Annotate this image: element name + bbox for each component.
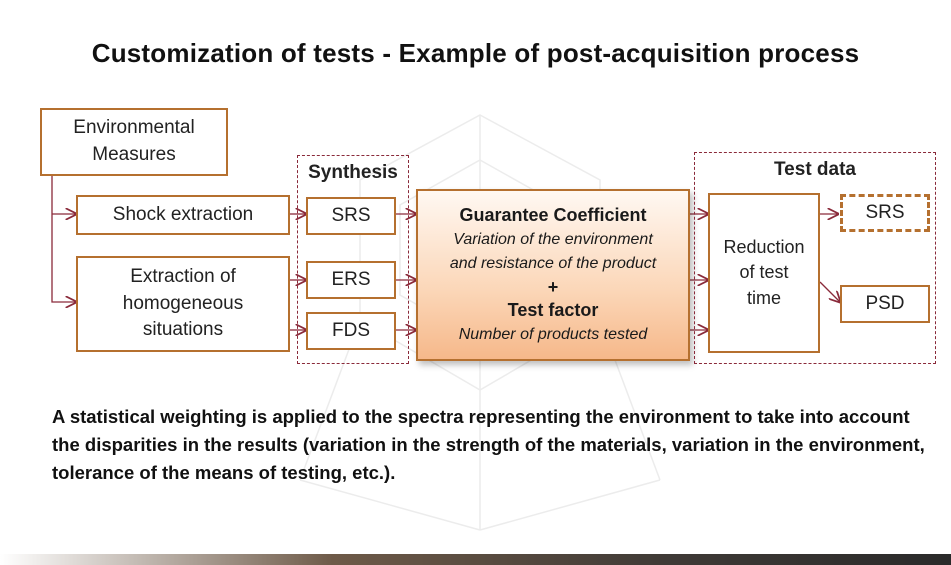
- synthesis-label: Synthesis: [308, 162, 398, 183]
- test-data-group: [694, 152, 936, 364]
- environmental-measures-box: Environmental Measures: [40, 108, 228, 176]
- homogeneous-line-2: homogeneous: [122, 292, 244, 314]
- reduction-box: Reduction of test time: [708, 193, 820, 353]
- reduction-line-2: of test: [739, 262, 789, 283]
- homogeneous-extraction-box: Extraction of homogeneous situations: [76, 256, 290, 352]
- shock-extraction-label: Shock extraction: [112, 203, 254, 225]
- explanation-text: A statistical weighting is applied to th…: [52, 406, 925, 483]
- synthesis-group: [297, 155, 409, 364]
- test-factor-heading: Test factor: [507, 300, 599, 321]
- ers-box: ERS: [306, 261, 396, 299]
- reduction-line-3: time: [746, 287, 781, 308]
- srs-box: SRS: [306, 197, 396, 235]
- srs-label: SRS: [331, 204, 371, 226]
- plus-sign: +: [547, 276, 559, 297]
- guarantee-coefficient-desc-2: and resistance of the product: [449, 254, 657, 272]
- output-srs-box: SRS: [840, 194, 930, 232]
- homogeneous-line-1: Extraction of: [130, 266, 236, 288]
- guarantee-coefficient-heading: Guarantee Coefficient: [459, 205, 647, 226]
- shock-extraction-box: Shock extraction: [76, 195, 290, 235]
- footer-bar: [0, 554, 951, 565]
- test-data-label: Test data: [773, 159, 856, 180]
- guarantee-coefficient-desc-1: Variation of the environment: [453, 230, 653, 248]
- guarantee-coefficient-box: Guarantee Coefficient Variation of the e…: [416, 189, 690, 361]
- fds-label: FDS: [332, 319, 370, 341]
- psd-label: PSD: [865, 292, 905, 314]
- environmental-measures-line-1: Environmental: [73, 117, 195, 139]
- environmental-measures-line-2: Measures: [92, 144, 176, 165]
- fds-box: FDS: [306, 312, 396, 350]
- reduction-line-1: Reduction: [723, 237, 805, 258]
- page-title: Customization of tests - Example of post…: [91, 38, 860, 68]
- homogeneous-line-3: situations: [142, 319, 224, 341]
- psd-box: PSD: [840, 285, 930, 323]
- test-factor-desc: Number of products tested: [458, 325, 648, 343]
- output-srs-label: SRS: [865, 202, 905, 223]
- ers-label: ERS: [331, 268, 371, 290]
